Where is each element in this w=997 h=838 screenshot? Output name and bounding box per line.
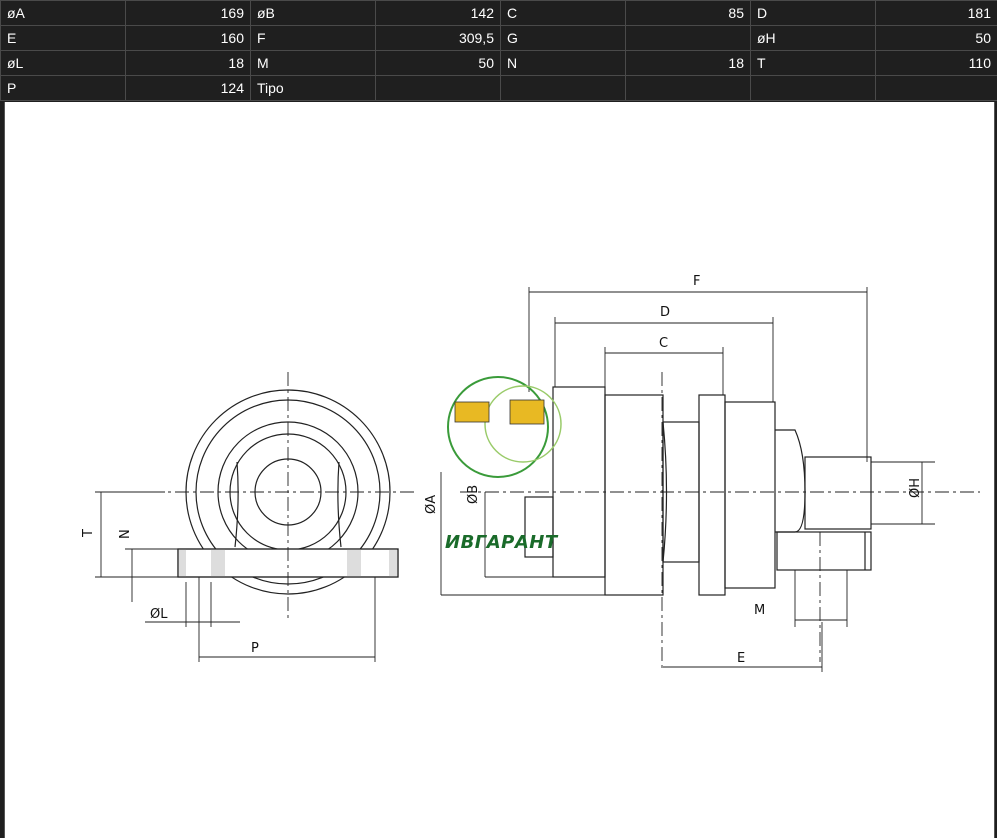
left-dimensions xyxy=(95,491,376,662)
drawing-canvas: F D C ØA ØB ØH M E T N ØL P xyxy=(81,274,980,672)
logo-text: ИВГАРАНТ xyxy=(445,532,558,553)
spec-label: F xyxy=(250,25,376,51)
spec-value xyxy=(625,25,751,51)
roller-side-view xyxy=(524,386,872,596)
spec-label: D xyxy=(750,0,876,26)
spec-value: 309,5 xyxy=(375,25,501,51)
spec-value xyxy=(375,75,501,101)
spec-value xyxy=(875,75,997,101)
dim-label-l: ØL xyxy=(150,607,168,622)
spec-row: E 160 F 309,5 G øH 50 xyxy=(0,25,997,51)
spec-value xyxy=(625,75,751,101)
spec-value: 18 xyxy=(125,50,251,76)
dim-label-c: C xyxy=(659,336,668,351)
spec-value: 169 xyxy=(125,0,251,26)
dim-label-m: M xyxy=(754,603,765,618)
spec-label: øB xyxy=(250,0,376,26)
spec-label: G xyxy=(500,25,626,51)
spec-row: øL 18 M 50 N 18 T 110 xyxy=(0,50,997,76)
spec-label: M xyxy=(250,50,376,76)
logo-emblem xyxy=(447,376,562,478)
dim-label-b: ØB xyxy=(466,485,481,504)
spec-label xyxy=(500,75,626,101)
dim-label-t: T xyxy=(81,529,96,538)
spec-value: 124 xyxy=(125,75,251,101)
spec-label: øL xyxy=(0,50,126,76)
spec-label: C xyxy=(500,0,626,26)
spec-label: Tipo xyxy=(250,75,376,101)
dim-label-p: P xyxy=(251,641,259,656)
spec-value: 50 xyxy=(375,50,501,76)
spec-value: 160 xyxy=(125,25,251,51)
right-dimensions xyxy=(440,287,935,672)
dim-label-d: D xyxy=(660,305,670,320)
dim-label-a: ØA xyxy=(424,495,439,514)
spec-label: øA xyxy=(0,0,126,26)
spec-label: N xyxy=(500,50,626,76)
spec-label: T xyxy=(750,50,876,76)
dim-label-n: N xyxy=(118,529,133,539)
dim-label-f: F xyxy=(693,274,700,289)
dim-label-h: ØH xyxy=(908,478,923,498)
dimension-labels: F D C ØA ØB ØH M E T N ØL P xyxy=(81,274,923,666)
spec-label xyxy=(750,75,876,101)
spec-value: 85 xyxy=(625,0,751,26)
spec-row: øA 169 øB 142 C 85 D 181 xyxy=(0,0,997,26)
spec-value: 110 xyxy=(875,50,997,76)
spec-value: 50 xyxy=(875,25,997,51)
dim-label-e: E xyxy=(737,651,745,666)
spec-label: øH xyxy=(750,25,876,51)
spec-row: P 124 Tipo xyxy=(0,75,997,101)
spec-label: E xyxy=(0,25,126,51)
spec-label: P xyxy=(0,75,126,101)
spec-value: 18 xyxy=(625,50,751,76)
technical-drawing: F D C ØA ØB ØH M E T N ØL P ИВГАРАНТ xyxy=(4,102,995,838)
spec-table: øA 169 øB 142 C 85 D 181 E 160 F 309,5 G… xyxy=(0,0,997,101)
spec-value: 142 xyxy=(375,0,501,26)
center-lines xyxy=(100,372,980,672)
spec-value: 181 xyxy=(875,0,997,26)
